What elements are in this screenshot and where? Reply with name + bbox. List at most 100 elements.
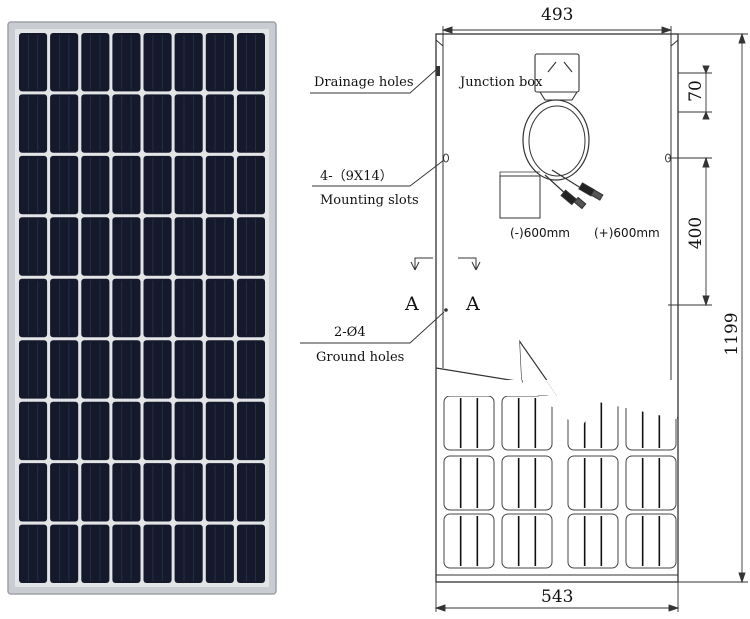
solar-cell [174, 217, 203, 276]
drawing-cell [443, 395, 495, 451]
solar-cell [205, 94, 234, 153]
solar-cell [205, 524, 234, 583]
drawing-cell [625, 455, 677, 511]
drawing-cell [501, 513, 553, 569]
solar-cell [81, 340, 110, 399]
solar-cell [143, 94, 172, 153]
section-marker [410, 257, 481, 271]
solar-cell [19, 278, 48, 338]
solar-cell [236, 217, 265, 276]
dimension-slot-spacing: 400 [686, 217, 706, 249]
solar-cell [236, 340, 265, 399]
label-junction-box: Junction box [458, 75, 543, 90]
drainage-hole [436, 66, 440, 76]
solar-cell [19, 401, 48, 461]
solar-cell [112, 217, 141, 276]
solar-cell [19, 94, 48, 153]
solar-cell [81, 278, 110, 338]
section-label-right: A [465, 293, 480, 315]
label-cable-negative: (-)600mm [510, 226, 570, 240]
dimension-top-offset: 70 [686, 80, 706, 102]
drawing-cell [443, 455, 495, 511]
solar-cell [174, 463, 203, 522]
solar-cell [236, 524, 265, 583]
solar-cell [19, 524, 48, 583]
solar-cell [81, 33, 110, 92]
solar-cell [174, 155, 203, 215]
solar-cell [50, 463, 79, 522]
solar-cell [81, 524, 110, 583]
solar-cell [143, 340, 172, 399]
solar-cell [174, 340, 203, 399]
ground-hole [444, 308, 448, 312]
solar-cell [236, 94, 265, 153]
backsheet-label [499, 175, 541, 219]
dimension-1199 [678, 32, 748, 584]
solar-cell [205, 340, 234, 399]
solar-cell [50, 33, 79, 92]
label-mounting-slots-count: 4-（9X14） [320, 169, 393, 184]
solar-cell [143, 278, 172, 338]
solar-cell [19, 33, 48, 92]
solar-cell [143, 524, 172, 583]
panel-outline [435, 33, 679, 583]
solar-cell [112, 278, 141, 338]
solar-cell [236, 401, 265, 461]
panel-front-view [7, 21, 277, 595]
solar-cell [205, 463, 234, 522]
solar-cell [50, 401, 79, 461]
solar-cell [50, 155, 79, 215]
solar-cell [19, 155, 48, 215]
leader-drainage [310, 67, 439, 94]
dimension-total-height: 1199 [722, 312, 742, 355]
dimension-543 [434, 582, 680, 612]
drawing-cell [567, 513, 619, 569]
solar-cell [174, 401, 203, 461]
dimension-400 [668, 156, 712, 307]
solar-cell [19, 340, 48, 399]
section-label-left: A [404, 293, 419, 315]
solar-cell [205, 278, 234, 338]
solar-cell [143, 33, 172, 92]
solar-cell [112, 524, 141, 583]
corner-mark [435, 39, 679, 47]
solar-cell [19, 463, 48, 522]
drawing-cell [443, 513, 495, 569]
mounting-slot [443, 153, 449, 163]
drawing-cell [501, 395, 553, 451]
solar-cell [81, 94, 110, 153]
label-mounting-slots: Mounting slots [320, 193, 419, 208]
solar-cell [205, 217, 234, 276]
dimension-top-width: 493 [541, 5, 573, 25]
solar-cell [50, 340, 79, 399]
solar-cell [19, 217, 48, 276]
solar-cell [205, 401, 234, 461]
solar-cell [112, 401, 141, 461]
solar-cell [81, 155, 110, 215]
solar-cell [81, 401, 110, 461]
dimension-bottom-width: 543 [541, 587, 573, 607]
break-mask [437, 369, 677, 429]
solar-cell [205, 155, 234, 215]
solar-cell [112, 33, 141, 92]
solar-cell [174, 94, 203, 153]
leader-ground [300, 311, 445, 344]
solar-cell [174, 524, 203, 583]
solar-cell [143, 401, 172, 461]
solar-cell [236, 278, 265, 338]
solar-cell [50, 278, 79, 338]
dimension-493 [441, 26, 673, 50]
solar-cell [112, 155, 141, 215]
solar-cell [205, 33, 234, 92]
label-ground-holes-count: 2-Ø4 [334, 325, 366, 340]
solar-cell [174, 278, 203, 338]
label-cable-positive: (+)600mm [594, 226, 660, 240]
solar-cell [143, 155, 172, 215]
solar-cell [112, 94, 141, 153]
technical-drawing [300, 26, 748, 612]
label-ground-holes: Ground holes [316, 350, 404, 365]
dimension-70 [678, 65, 712, 120]
leader-mounting [312, 159, 445, 187]
solar-cell-grid [19, 33, 265, 583]
